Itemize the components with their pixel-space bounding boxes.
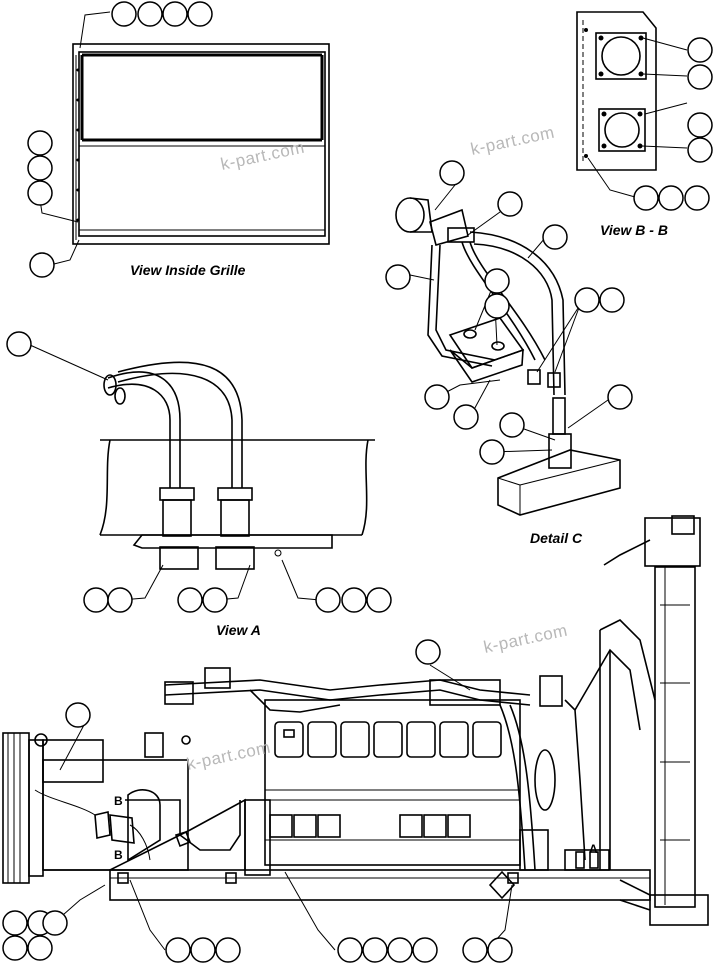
callout-bubble[interactable] bbox=[633, 185, 659, 211]
callout-bubble[interactable] bbox=[27, 180, 53, 206]
view-a-caption: View A bbox=[216, 622, 261, 638]
callout-bubble[interactable] bbox=[687, 37, 713, 63]
view-a-callouts bbox=[6, 331, 392, 613]
callout-bubble[interactable] bbox=[684, 185, 710, 211]
callout-bubble[interactable] bbox=[687, 64, 713, 90]
callout-bubble[interactable] bbox=[27, 935, 53, 961]
watermark-text: k-part.com bbox=[469, 123, 556, 159]
callout-bubble[interactable] bbox=[415, 639, 441, 665]
callout-bubble[interactable] bbox=[27, 155, 53, 181]
callout-bubble[interactable] bbox=[111, 1, 137, 27]
marker-b-top: B bbox=[114, 794, 123, 808]
watermark-text: k-part.com bbox=[482, 621, 569, 657]
callout-bubble[interactable] bbox=[687, 137, 713, 163]
callout-bubble[interactable] bbox=[385, 264, 411, 290]
generator-set bbox=[2, 515, 709, 951]
callout-bubble[interactable] bbox=[190, 937, 216, 963]
callout-bubble[interactable] bbox=[497, 191, 523, 217]
callout-bubble[interactable] bbox=[574, 287, 600, 313]
callout-bubble[interactable] bbox=[479, 439, 505, 465]
callout-bubble[interactable] bbox=[387, 937, 413, 963]
callout-bubble[interactable] bbox=[453, 404, 479, 430]
detail-c bbox=[395, 184, 621, 516]
callout-bubble[interactable] bbox=[439, 160, 465, 186]
callout-bubble[interactable] bbox=[83, 587, 109, 613]
callout-bubble[interactable] bbox=[6, 331, 32, 357]
callout-bubble[interactable] bbox=[341, 587, 367, 613]
view-inside-grille-caption: View Inside Grille bbox=[130, 262, 246, 278]
watermark-text: k-part.com bbox=[185, 738, 272, 774]
grille-callouts bbox=[27, 1, 213, 278]
callout-bubble[interactable] bbox=[607, 384, 633, 410]
callout-bubble[interactable] bbox=[542, 224, 568, 250]
watermark-text: k-part.com bbox=[219, 138, 306, 174]
generator-set-markers: B B A bbox=[114, 794, 598, 862]
callout-bubble[interactable] bbox=[366, 587, 392, 613]
callout-bubble[interactable] bbox=[27, 130, 53, 156]
marker-a: A bbox=[589, 842, 598, 856]
detail-c-callouts bbox=[385, 160, 633, 465]
callout-bubble[interactable] bbox=[658, 185, 684, 211]
view-b-b-callouts bbox=[633, 37, 713, 211]
callout-bubble[interactable] bbox=[487, 937, 513, 963]
callout-bubble[interactable] bbox=[499, 412, 525, 438]
callout-bubble[interactable] bbox=[315, 587, 341, 613]
callout-bubble[interactable] bbox=[412, 937, 438, 963]
view-a bbox=[29, 344, 375, 601]
callout-bubble[interactable] bbox=[337, 937, 363, 963]
callout-bubble[interactable] bbox=[42, 910, 68, 936]
view-b-b-caption: View B - B bbox=[600, 222, 668, 238]
callout-bubble[interactable] bbox=[2, 910, 28, 936]
view-b-b bbox=[576, 11, 688, 198]
callout-bubble[interactable] bbox=[165, 937, 191, 963]
callout-bubble[interactable] bbox=[29, 252, 55, 278]
callout-bubble[interactable] bbox=[65, 702, 91, 728]
callout-bubble[interactable] bbox=[187, 1, 213, 27]
callout-bubble[interactable] bbox=[687, 112, 713, 138]
callout-bubble[interactable] bbox=[362, 937, 388, 963]
callout-bubble[interactable] bbox=[2, 935, 28, 961]
detail-c-caption: Detail C bbox=[530, 530, 583, 546]
callout-bubble[interactable] bbox=[462, 937, 488, 963]
callout-bubble[interactable] bbox=[484, 268, 510, 294]
callout-bubble[interactable] bbox=[215, 937, 241, 963]
callout-bubble[interactable] bbox=[177, 587, 203, 613]
marker-b-bottom: B bbox=[114, 848, 123, 862]
callout-bubble[interactable] bbox=[599, 287, 625, 313]
callout-bubble[interactable] bbox=[137, 1, 163, 27]
callout-bubble[interactable] bbox=[484, 293, 510, 319]
callout-bubble[interactable] bbox=[107, 587, 133, 613]
callout-bubble[interactable] bbox=[162, 1, 188, 27]
generator-set-callouts bbox=[2, 639, 513, 963]
callout-bubble[interactable] bbox=[424, 384, 450, 410]
callout-bubble[interactable] bbox=[202, 587, 228, 613]
view-inside-grille bbox=[38, 11, 330, 265]
